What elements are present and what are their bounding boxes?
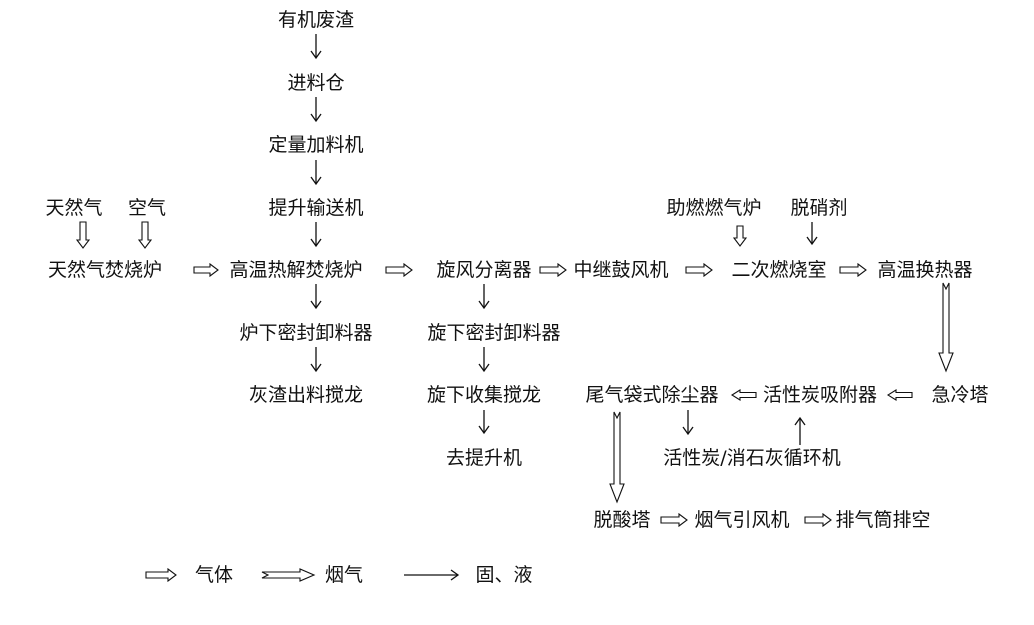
arrow-valve-to-auger	[478, 347, 490, 373]
arrow-gas-chamber-to-exchanger	[839, 262, 867, 278]
arrow-gas-natural-gas	[75, 221, 91, 249]
node-relay-blower: 中继鼓风机	[573, 259, 669, 281]
arrow-gas-incinerator-to-furnace	[193, 262, 219, 278]
node-ash-auger: 灰渣出料搅龙	[248, 384, 364, 406]
arrow-denitrator	[806, 222, 818, 246]
node-quant-feeder: 定量加料机	[268, 134, 364, 156]
arrow-valve-to-ash-auger	[310, 347, 322, 373]
arrow-gas-adsorber-to-filter	[730, 389, 757, 401]
arrow-filter-to-loop	[682, 410, 694, 436]
arrow-denitrator-head	[806, 236, 818, 246]
arrow-waste-to-bin-head	[310, 50, 322, 60]
node-furnace-valve: 炉下密封卸料器	[239, 322, 373, 344]
arrow-gas-blower-to-chamber	[685, 262, 713, 278]
arrow-waste-to-bin	[310, 34, 322, 60]
legend-flue-gas-label: 烟气	[324, 564, 364, 586]
node-cyclone-valve: 旋下密封卸料器	[427, 322, 561, 344]
arrow-bin-to-feeder-head	[310, 113, 322, 123]
arrow-loop-to-adsorber	[794, 416, 806, 445]
legend-solid-liquid-label: 固、液	[475, 564, 533, 586]
arrow-loop-to-adsorber-head	[794, 416, 806, 426]
legend-solid-liquid-symbol	[404, 569, 460, 581]
arrow-gas-cyclone-to-blower	[539, 262, 567, 278]
node-ng-incinerator: 天然气焚烧炉	[47, 259, 163, 281]
arrow-feeder-to-lift-head	[310, 176, 322, 186]
arrow-auger-to-lift	[478, 410, 490, 435]
arrow-gas-furnace-to-cyclone	[385, 262, 413, 278]
node-cyclone-auger: 旋下收集搅龙	[426, 384, 542, 406]
node-carbon-lime-loop: 活性炭/消石灰循环机	[663, 447, 841, 469]
node-lift-conveyor: 提升输送机	[268, 197, 364, 219]
arrow-gas-quench-to-adsorber	[886, 389, 913, 401]
arrow-flue-exchanger-to-quench	[938, 282, 954, 373]
node-feed-bin: 进料仓	[287, 72, 345, 94]
node-denitrator: 脱硝剂	[790, 197, 848, 219]
node-air: 空气	[127, 197, 167, 219]
node-heat-exchanger: 高温换热器	[877, 259, 973, 281]
node-bag-filter: 尾气袋式除尘器	[585, 384, 719, 406]
legend-solid-liquid-symbol-head	[450, 569, 460, 581]
node-cyclone: 旋风分离器	[436, 259, 532, 281]
arrow-flue-filter-to-deacid	[609, 411, 625, 504]
node-stack: 排气筒排空	[835, 509, 931, 531]
arrow-feeder-to-lift	[310, 160, 322, 186]
node-quench-tower: 急冷塔	[931, 384, 989, 406]
arrow-lift-to-furnace	[310, 222, 322, 248]
arrow-furnace-to-valve-head	[310, 300, 322, 310]
node-aux-burner: 助燃燃气炉	[666, 197, 762, 219]
node-deacid-tower: 脱酸塔	[593, 509, 651, 531]
arrow-cyclone-to-valve	[478, 284, 490, 310]
node-organic-waste: 有机废渣	[277, 9, 355, 31]
arrow-furnace-to-valve	[310, 284, 322, 310]
arrow-valve-to-ash-auger-head	[310, 363, 322, 373]
arrow-gas-aux-burner	[732, 225, 748, 247]
arrow-auger-to-lift-head	[478, 425, 490, 435]
arrow-valve-to-auger-head	[478, 363, 490, 373]
legend-gas-label: 气体	[194, 564, 234, 586]
node-pyrolysis-furnace: 高温热解焚烧炉	[229, 259, 363, 281]
node-secondary-chamber: 二次燃烧室	[731, 259, 827, 281]
arrow-cyclone-to-valve-head	[478, 300, 490, 310]
arrow-bin-to-feeder	[310, 97, 322, 123]
arrow-filter-to-loop-head	[682, 426, 694, 436]
arrow-gas-deacid-to-fan	[660, 512, 688, 528]
node-id-fan: 烟气引风机	[694, 509, 790, 531]
arrow-gas-fan-to-stack	[804, 512, 832, 528]
legend-flue-gas-symbol	[261, 568, 316, 582]
node-natural-gas: 天然气	[45, 197, 103, 219]
arrow-lift-to-furnace-head	[310, 238, 322, 248]
arrow-gas-air	[137, 221, 153, 249]
node-carbon-adsorber: 活性炭吸附器	[762, 384, 878, 406]
node-to-lift: 去提升机	[445, 447, 523, 469]
legend-gas-symbol	[145, 567, 177, 583]
